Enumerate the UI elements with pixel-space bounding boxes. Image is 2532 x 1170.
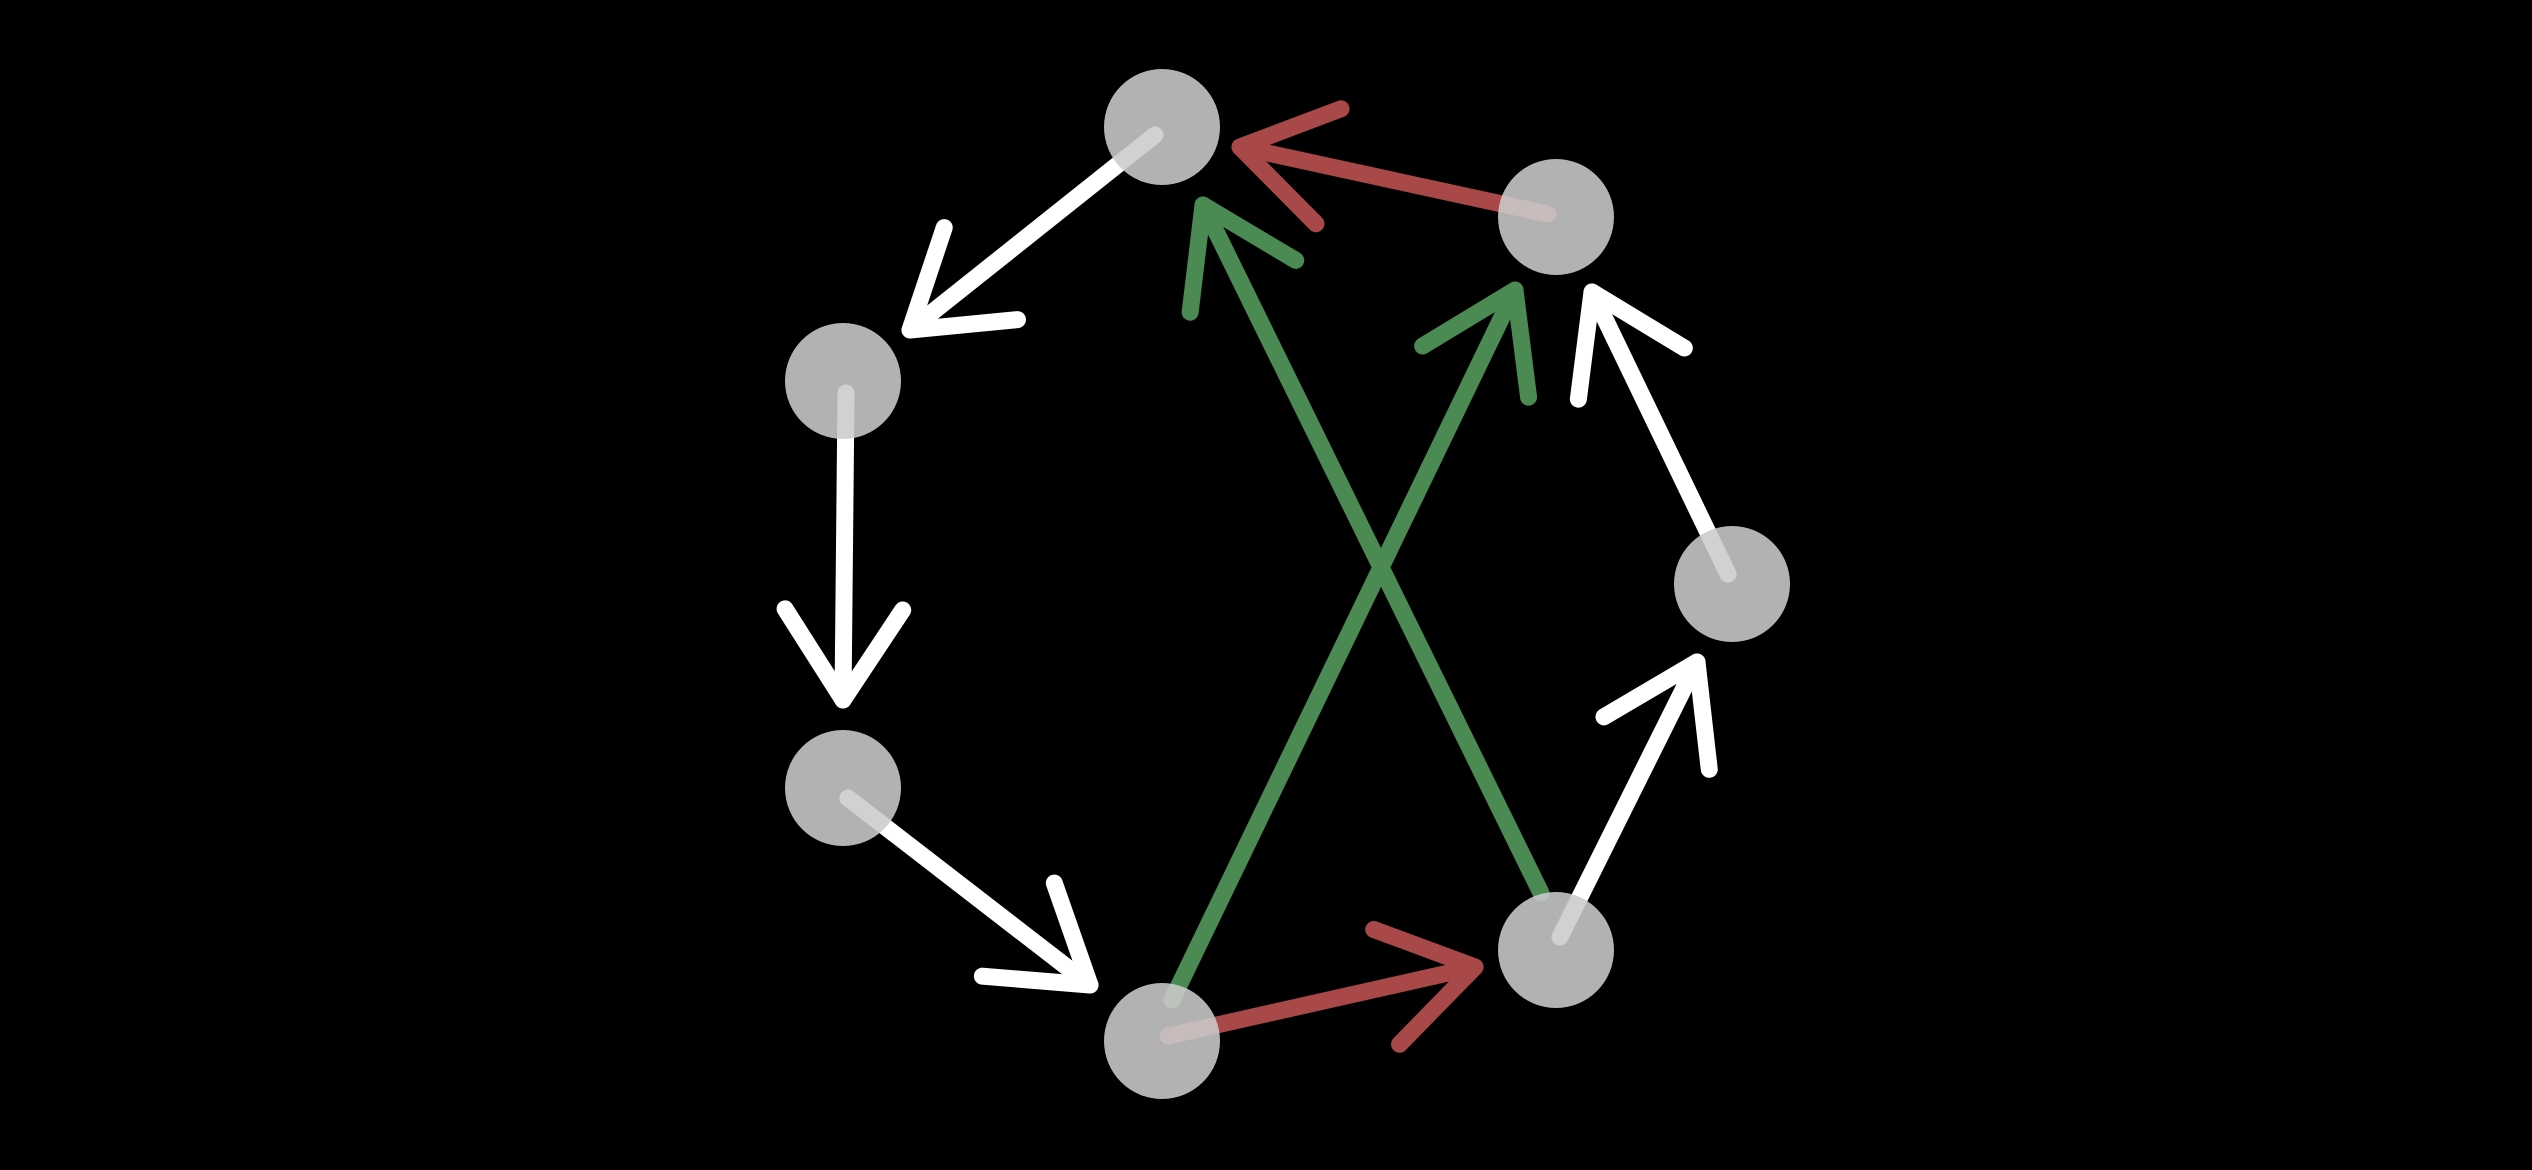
edge-cycle-n1-n2 [901, 126, 1164, 339]
arrowhead-icon [1231, 100, 1350, 233]
graph-node-n1 [1104, 69, 1220, 185]
edge-cycle-n6-n7 [1569, 283, 1737, 583]
edge-cycle-n2-n3 [776, 384, 912, 709]
edge-shaft [834, 384, 855, 709]
graph-node-n3 [785, 730, 901, 846]
nodes-layer [785, 69, 1790, 1099]
edge-shaft [901, 126, 1164, 339]
arrowhead-icon [901, 219, 1026, 339]
arrowhead-icon [776, 600, 912, 709]
arrowhead-icon [1181, 196, 1305, 321]
edges-layer [776, 100, 1737, 1053]
edge-shaft [1159, 958, 1484, 1045]
graph-node-n7 [1498, 159, 1614, 275]
graph-node-n2 [785, 323, 901, 439]
edge-cycle-n3-n4 [839, 789, 1099, 994]
edge-red-n4-n5 [1159, 920, 1484, 1053]
arrowhead-icon [973, 874, 1099, 994]
edge-cycle-n5-n6 [1551, 653, 1718, 946]
edge-shaft [1163, 281, 1524, 1009]
arrowhead-icon [1569, 283, 1693, 408]
edge-shaft [1583, 283, 1737, 583]
arrowhead-icon [1595, 653, 1718, 778]
edge-green-n4-n8 [1163, 281, 1538, 1009]
graph-node-n4 [1104, 983, 1220, 1099]
edge-shaft [1194, 196, 1550, 902]
arrowhead-icon [1365, 920, 1484, 1053]
graph-node-n6 [1674, 526, 1790, 642]
edge-green-n5-n1 [1181, 196, 1550, 902]
arrowhead-icon [1414, 281, 1538, 406]
edge-shaft [839, 789, 1099, 994]
graph-node-n5 [1498, 892, 1614, 1008]
edge-shaft [1231, 138, 1557, 223]
edge-shaft [1551, 653, 1706, 946]
edge-red-n8-n1 [1231, 100, 1557, 233]
